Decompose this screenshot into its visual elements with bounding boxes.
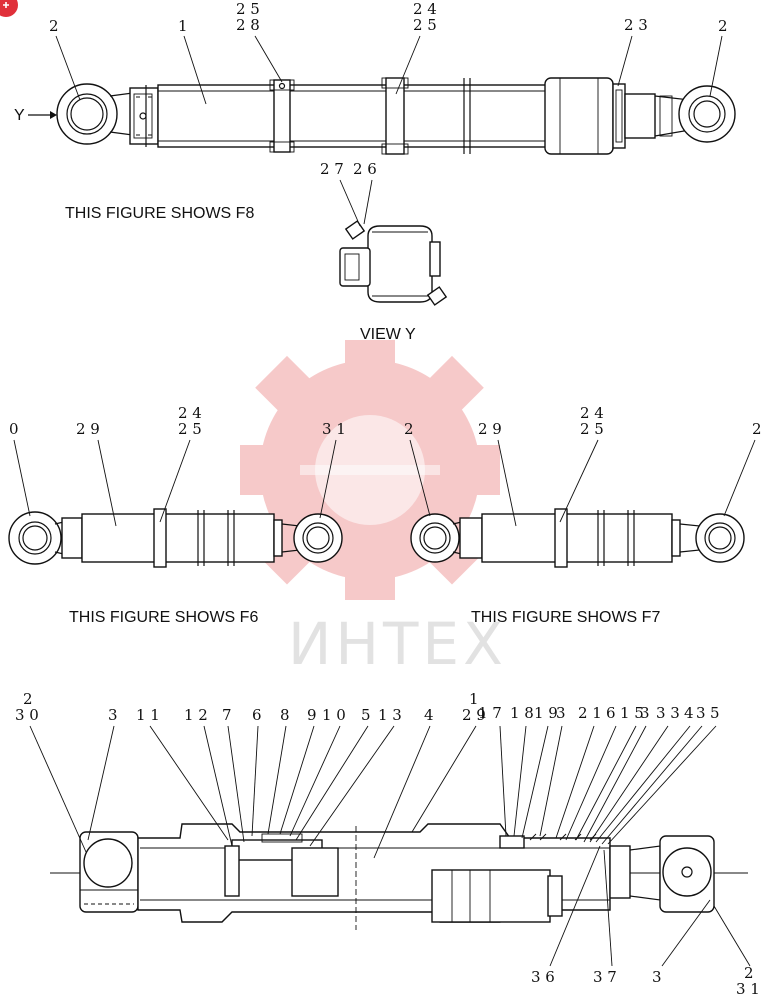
callout-1: 1 (178, 17, 188, 35)
cylinder-f7 (410, 508, 745, 568)
callout-f7-2-right: 2 (752, 420, 762, 438)
caption-f6: THIS FIGURE SHOWS F6 (69, 609, 258, 626)
callout-sec-21: 2 1 (578, 704, 602, 722)
gear-watermark-icon (240, 340, 500, 600)
callout-sec-33: 3 3 (656, 704, 680, 722)
callout-sec-36: 3 6 (531, 968, 555, 986)
callout-2-left: 2 (49, 17, 59, 35)
callout-23: 2 3 (624, 16, 648, 34)
watermark-text: ИНТЕХ (288, 610, 507, 678)
callout-sec-19: 1 9 (534, 704, 558, 722)
callout-27: 2 7 (320, 160, 344, 178)
view-y-detail (339, 220, 448, 306)
callout-sec-6: 6 (252, 706, 262, 724)
callout-sec-5b: 5 (710, 704, 720, 722)
callout-25: 2 5 (413, 16, 437, 34)
callout-sec-18: 1 8 (510, 704, 534, 722)
callouts-top: 2 1 2 5 2 8 2 4 2 5 2 3 2 (49, 0, 728, 105)
callout-2-right: 2 (718, 17, 728, 35)
callouts-f7: 2 2 9 2 4 2 5 2 (404, 404, 762, 527)
callout-sec-6b: 6 (606, 704, 616, 722)
callout-f6-0: 0 (9, 420, 19, 438)
callout-sec-15: 1 5 (620, 704, 644, 722)
callout-sec-30: 3 0 (15, 706, 39, 724)
callout-sec-12: 1 2 (184, 706, 208, 724)
callouts-section: 2 3 0 3 1 1 1 2 7 6 8 9 1 0 5 1 3 4 1 2 … (15, 690, 760, 998)
callout-f6-25: 2 5 (178, 420, 202, 438)
callout-sec-9: 9 (307, 706, 317, 724)
callout-sec-8: 8 (280, 706, 290, 724)
cylinder-section (50, 823, 748, 930)
callout-sec-17: 1 7 (478, 704, 502, 722)
callouts-view: 2 7 2 6 (320, 160, 377, 227)
callout-f6-24: 2 4 (178, 404, 202, 422)
callout-f7-24: 2 4 (580, 404, 604, 422)
callout-sec-29: 2 9 (462, 706, 486, 724)
callout-sec-3b: 3 (556, 704, 566, 722)
callout-f7-25: 2 5 (580, 420, 604, 438)
callout-sec-31: 3 1 (736, 980, 760, 998)
callout-sec-2-sup-bottom: 2 (744, 964, 754, 982)
callout-sec-1-sup: 1 (469, 690, 479, 708)
corner-badge (0, 0, 18, 17)
callout-sec-5: 5 (361, 706, 371, 724)
cylinder-f6 (8, 508, 343, 568)
callout-26: 2 6 (353, 160, 377, 178)
callout-sec-3d: 3 (696, 704, 706, 722)
callout-sec-4b: 4 (684, 704, 694, 722)
view-y-arrow: Y (14, 107, 57, 124)
callout-sec-2-sup: 2 (23, 690, 33, 708)
callout-f6-29: 2 9 (76, 420, 100, 438)
callout-sec-7: 7 (222, 706, 232, 724)
callout-sec-11: 1 1 (136, 706, 160, 724)
callouts-f6: 0 2 9 2 4 2 5 3 1 (9, 404, 346, 527)
callout-sec-3-bottom: 3 (652, 968, 662, 986)
caption-view-y: VIEW Y (360, 326, 416, 343)
y-arrow-label: Y (14, 107, 25, 124)
watermark: ИНТЕХ (240, 340, 507, 678)
caption-f8: THIS FIGURE SHOWS F8 (65, 205, 254, 222)
callout-f7-2-left: 2 (404, 420, 414, 438)
callout-25-top: 2 5 (236, 0, 260, 18)
cylinder-f8 (56, 77, 736, 155)
callout-sec-13: 1 3 (378, 706, 402, 724)
callout-sec-4: 4 (424, 706, 434, 724)
callout-sec-10: 1 0 (322, 706, 346, 724)
callout-28: 2 8 (236, 16, 260, 34)
callout-24: 2 4 (413, 0, 437, 18)
callout-sec-3c: 3 (640, 704, 650, 722)
callout-f6-31: 3 1 (322, 420, 346, 438)
callout-f7-29: 2 9 (478, 420, 502, 438)
callout-sec-3: 3 (108, 706, 118, 724)
caption-f7: THIS FIGURE SHOWS F7 (471, 609, 660, 626)
callout-sec-37: 3 7 (593, 968, 617, 986)
